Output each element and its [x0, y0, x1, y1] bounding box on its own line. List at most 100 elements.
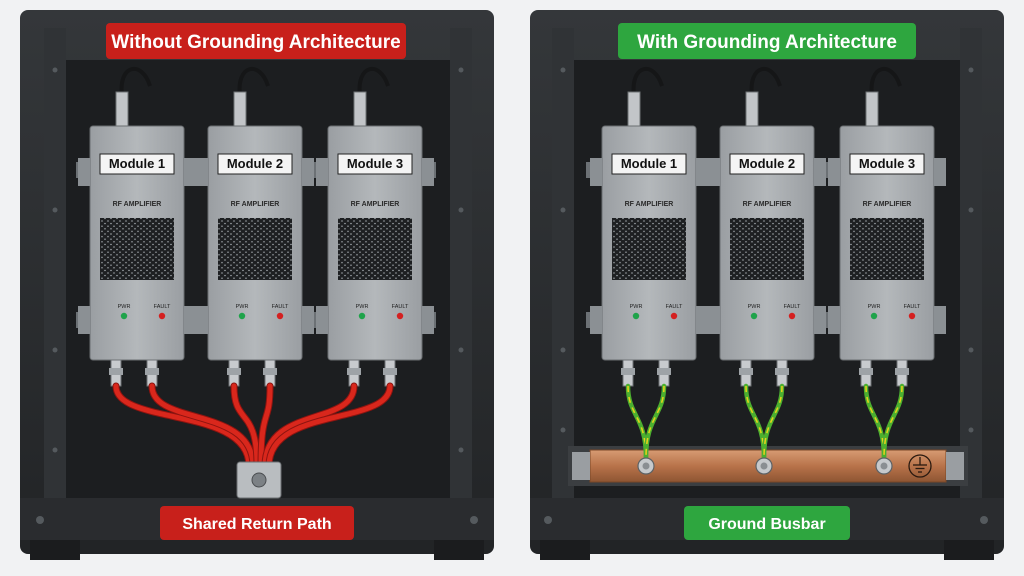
pwr-label: PWR [748, 304, 761, 310]
pwr-label: PWR [868, 304, 881, 310]
ground-wire-stripe [865, 385, 885, 459]
module-label: Module 2 [739, 156, 795, 171]
coax-cable [869, 67, 902, 97]
mount-tab [422, 306, 434, 334]
mount-tab [184, 158, 196, 186]
terminal-nut [347, 368, 361, 375]
module-label: Module 3 [347, 156, 403, 171]
terminal-bolt [251, 472, 267, 488]
busbar-lug-center [880, 462, 888, 470]
mount-tab [708, 306, 720, 334]
ground-wire-stripe [645, 385, 665, 459]
module-type: RF AMPLIFIER [625, 201, 674, 208]
vent-grille [850, 218, 924, 280]
return-wire [258, 383, 273, 469]
mount-tab [934, 158, 946, 186]
mount-tab [696, 158, 708, 186]
terminal-nut [145, 368, 159, 375]
module-type: RF AMPLIFIER [351, 201, 400, 208]
pwr-led-icon [238, 312, 246, 320]
fault-led-icon [396, 312, 404, 320]
mount-tab [78, 158, 90, 186]
pwr-led-icon [750, 312, 758, 320]
ground-wire-stripe [883, 385, 903, 459]
fault-led-icon [908, 312, 916, 320]
mount-tab [78, 306, 90, 334]
vent-grille [730, 218, 804, 280]
mount-tab [196, 158, 208, 186]
pwr-label: PWR [236, 304, 249, 310]
mount-tab [934, 306, 946, 334]
mount-tab [590, 158, 602, 186]
fault-led-icon [276, 312, 284, 320]
rack-rail-right [960, 28, 982, 498]
vent-grille [100, 218, 174, 280]
busbar-clamp-left [572, 452, 590, 480]
caption-badge [160, 506, 354, 540]
module-type: RF AMPLIFIER [231, 201, 280, 208]
module-label-plate [729, 153, 805, 175]
module-label: Module 1 [621, 156, 677, 171]
mount-tab [316, 158, 328, 186]
mount-tab [302, 306, 314, 334]
rf-connector [627, 91, 641, 127]
busbar-lug-center [642, 462, 650, 470]
mount-tab [814, 158, 826, 186]
mount-tab [828, 306, 840, 334]
return-wire [266, 383, 393, 469]
module-label-plate [611, 153, 687, 175]
terminal-nut [621, 368, 635, 375]
rack-rail-right [450, 28, 472, 498]
shared-return-wires [112, 382, 394, 470]
module-label-plate [217, 153, 293, 175]
ground-wire-stripe [627, 385, 647, 459]
mount-tab [590, 306, 602, 334]
mount-tab [184, 306, 196, 334]
busbar-lug-center [760, 462, 768, 470]
rack-foot-right [434, 540, 484, 560]
mount-tab [828, 158, 840, 186]
module-label-plate [99, 153, 175, 175]
mount-tab [302, 158, 314, 186]
module-type: RF AMPLIFIER [863, 201, 912, 208]
rf-connector [745, 91, 759, 127]
coax-cable [631, 67, 664, 97]
pwr-led-icon [120, 312, 128, 320]
pwr-led-icon [870, 312, 878, 320]
ground-symbol-icon [908, 454, 932, 478]
vent-grille [338, 218, 412, 280]
fault-led-icon [788, 312, 796, 320]
rf-connector [115, 91, 129, 127]
terminal-nut [859, 368, 873, 375]
title-badge [618, 23, 916, 59]
rack-foot-left [30, 540, 80, 560]
terminal-nut [895, 368, 909, 375]
rail-holes [544, 67, 988, 524]
title: Without Grounding Architecture [111, 32, 400, 53]
ground-wires [625, 383, 905, 475]
title: With Grounding Architecture [637, 32, 897, 53]
rack-foot-right [944, 540, 994, 560]
busbar-clamp-right [946, 452, 964, 480]
rail-holes [36, 67, 478, 524]
terminal-nut [383, 368, 397, 375]
fault-led-icon [670, 312, 678, 320]
panel-with-grounding: With Grounding Architecture Module 1 RF A… [512, 0, 1024, 576]
module-type: RF AMPLIFIER [113, 201, 162, 208]
module-label-plate [337, 153, 413, 175]
mount-tab [196, 306, 208, 334]
return-wire [262, 383, 357, 469]
terminal-nut [263, 368, 277, 375]
mount-tab [422, 158, 434, 186]
rf-connector [353, 91, 367, 127]
fault-led-icon [158, 312, 166, 320]
pwr-label: PWR [118, 304, 131, 310]
mount-tab [814, 306, 826, 334]
ground-wire-stripe [763, 385, 783, 459]
terminal-nut [657, 368, 671, 375]
rack-rail-left [552, 28, 574, 498]
